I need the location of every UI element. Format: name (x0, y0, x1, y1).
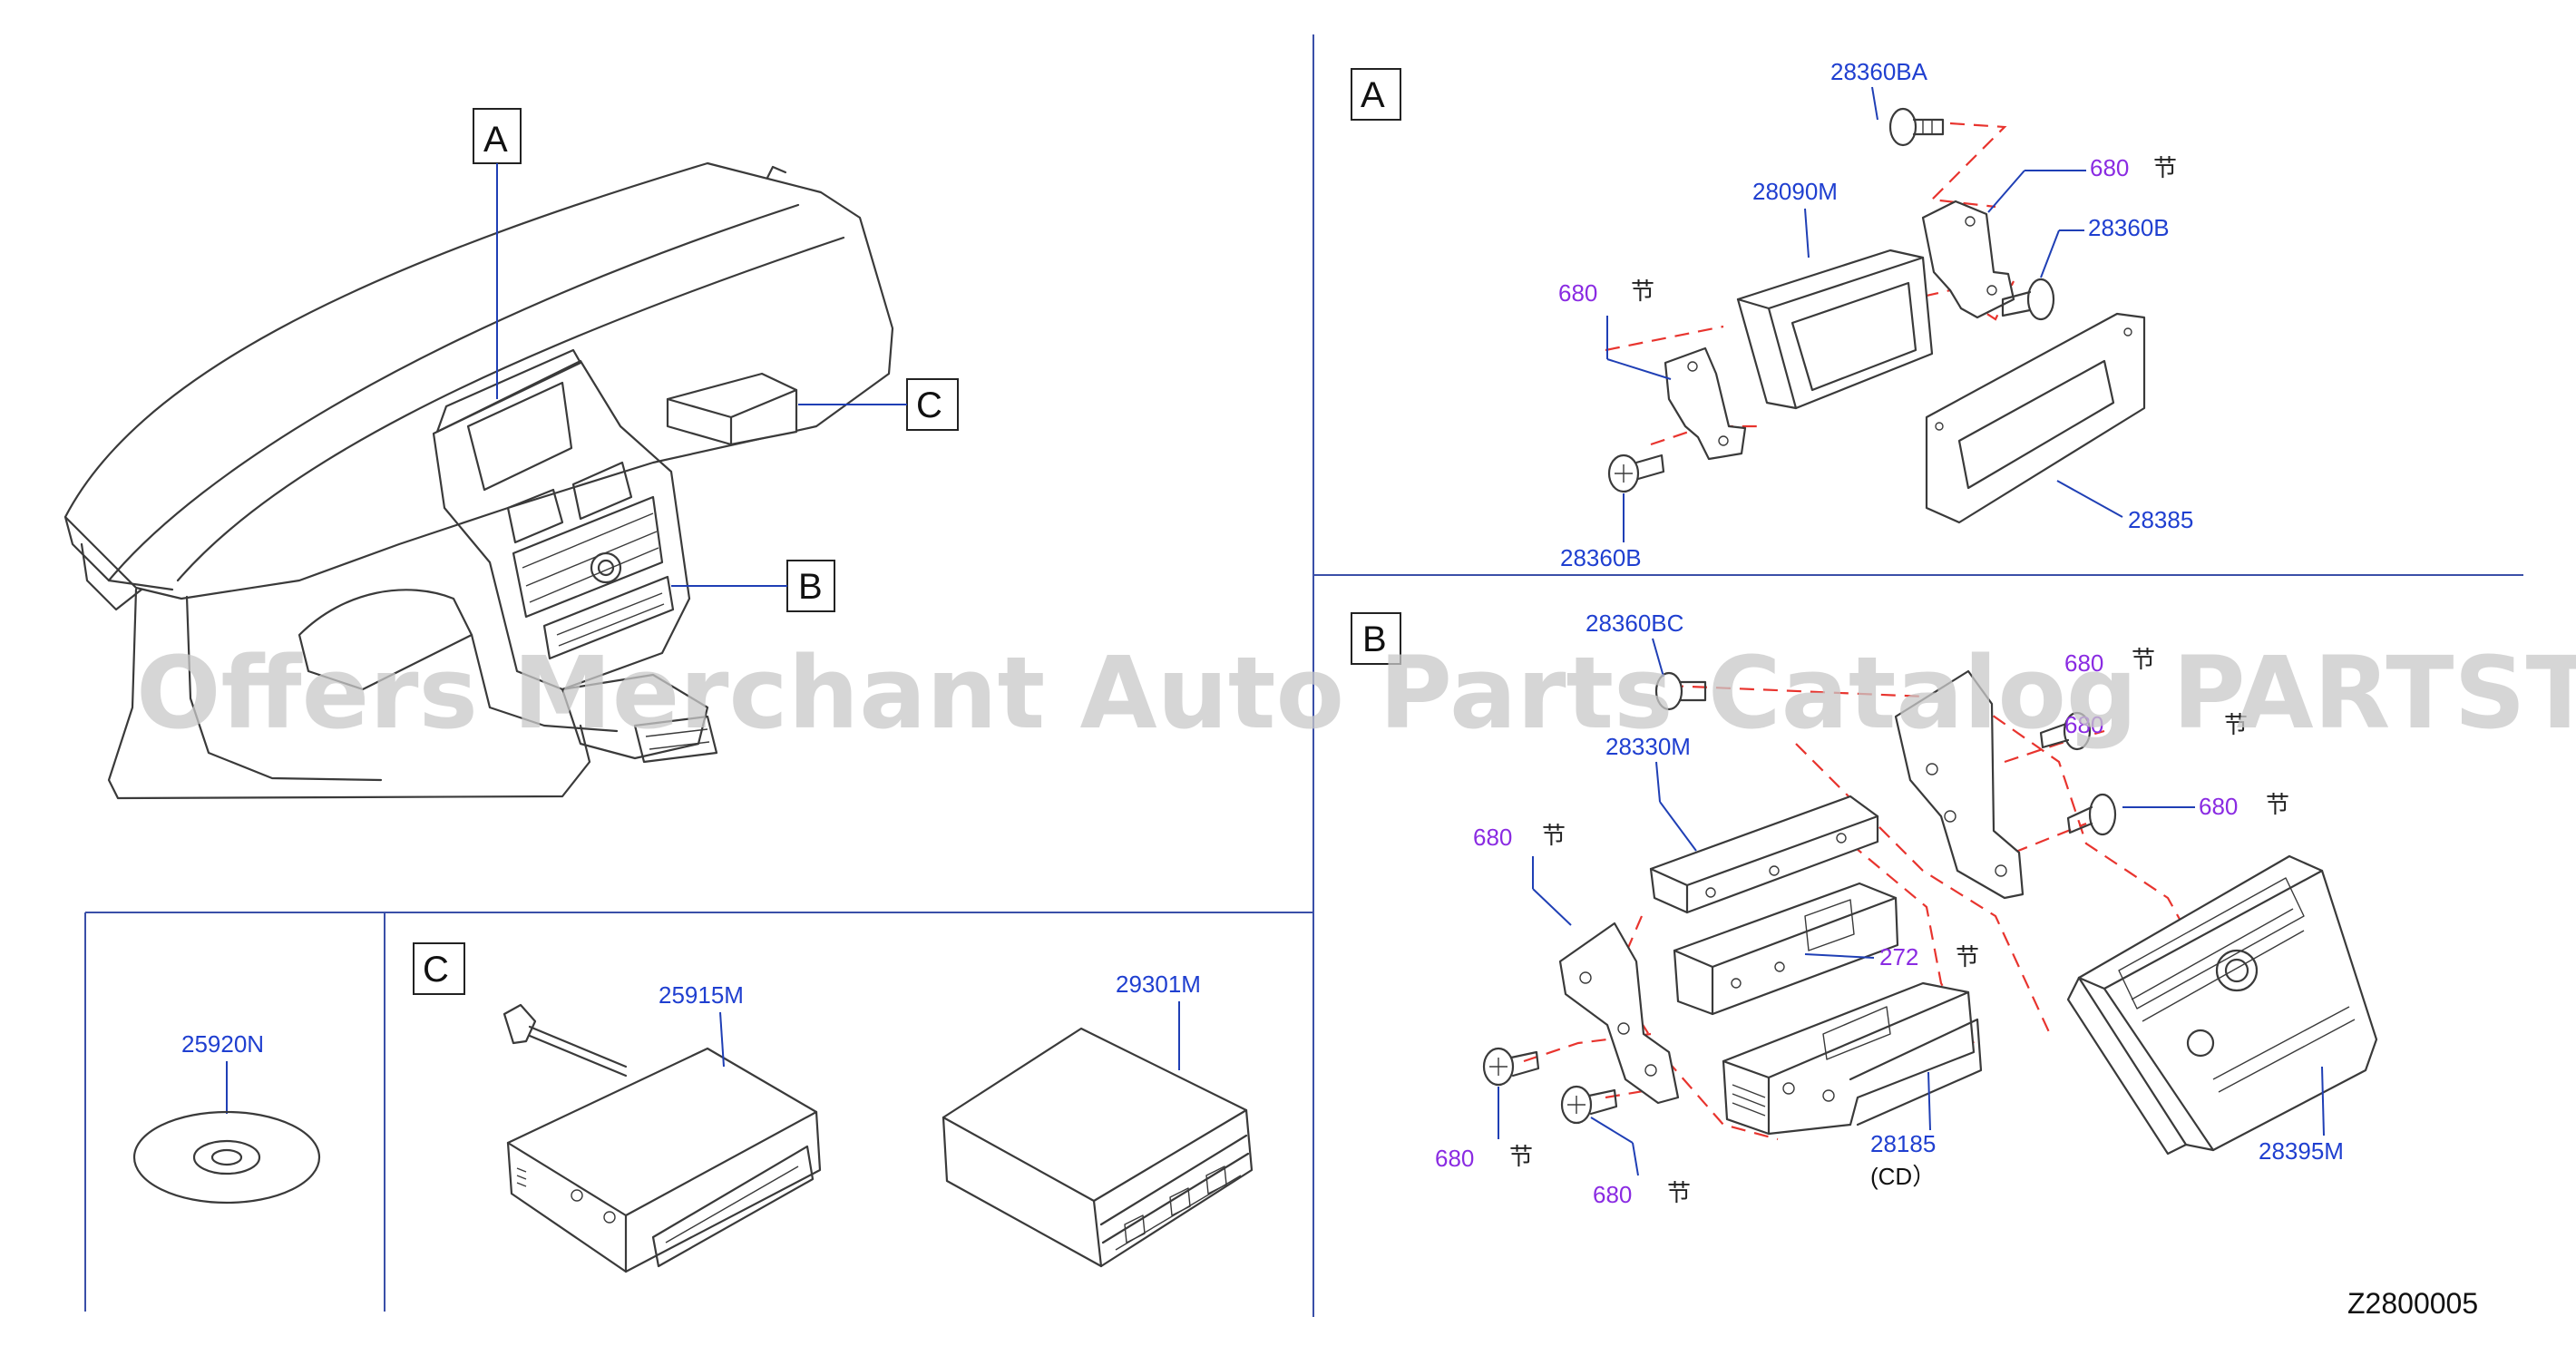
svg-text:B: B (1362, 619, 1387, 659)
module-28330m (1649, 795, 1879, 914)
callout-c: C (798, 378, 959, 431)
screw-28360b-right (2001, 278, 2055, 321)
section-b: B (1351, 610, 2378, 1208)
svg-text:节: 节 (1542, 823, 1566, 850)
diagram-code: Z2800005 (2347, 1287, 2478, 1320)
bracket-right-b (1894, 669, 2025, 900)
callout-a: A (473, 108, 522, 399)
svg-text:节: 节 (2132, 647, 2155, 674)
screw-28360b-left (1607, 454, 1665, 493)
screw-28360ba (1888, 107, 1945, 147)
callout-b: B (671, 560, 835, 612)
svg-text:节: 节 (2266, 792, 2289, 819)
control-panel-28395m (2066, 854, 2378, 1156)
svg-text:680: 680 (1473, 824, 1512, 851)
svg-text:28330M: 28330M (1605, 733, 1691, 760)
svg-text:A: A (1361, 75, 1385, 115)
svg-text:28395M: 28395M (2259, 1137, 2344, 1165)
bracket-right-a (1921, 200, 2015, 319)
screw-b-lower-left (1482, 1047, 1540, 1087)
bracket-left-b (1558, 922, 1680, 1105)
svg-text:680: 680 (2064, 649, 2103, 677)
svg-text:节: 节 (2224, 712, 2248, 739)
screw-b-lower-mid (1560, 1085, 1618, 1125)
section-dividers (84, 34, 2523, 1317)
svg-text:28090M: 28090M (1752, 178, 1838, 205)
svg-text:680: 680 (1558, 279, 1597, 307)
svg-text:680: 680 (1593, 1181, 1632, 1208)
display-unit-28090m (1736, 249, 1934, 410)
svg-text:(CD）: (CD） (1870, 1163, 1936, 1190)
svg-text:680: 680 (2199, 793, 2238, 820)
svg-text:29301M: 29301M (1116, 970, 1201, 998)
svg-text:28360BA: 28360BA (1830, 58, 1928, 85)
svg-text:节: 节 (1631, 278, 1654, 306)
svg-text:28360BC: 28360BC (1586, 610, 1683, 637)
svg-text:节: 节 (1509, 1144, 1533, 1171)
dashboard-overview (63, 161, 894, 800)
svg-text:节: 节 (1667, 1180, 1691, 1207)
svg-text:680: 680 (1435, 1145, 1474, 1172)
svg-text:25920N: 25920N (181, 1030, 264, 1058)
cd-unit-28185 (1722, 981, 1983, 1136)
finisher-28385 (1925, 312, 2146, 524)
disc-25920n: 25920N (132, 1030, 321, 1205)
svg-text:28185: 28185 (1870, 1130, 1936, 1157)
svg-text:272: 272 (1879, 943, 1918, 970)
svg-text:680: 680 (2090, 154, 2129, 181)
svg-text:A: A (483, 120, 508, 160)
screw-b-middle (2066, 793, 2117, 836)
bracket-left-a (1664, 346, 1747, 461)
screw-28360bc (1654, 671, 1707, 711)
watermark: Offers Merchant Auto Parts Catalog PARTS… (136, 635, 2576, 751)
svg-text:C: C (916, 385, 942, 425)
svg-text:680: 680 (2064, 711, 2103, 738)
screw-b-upper (2039, 711, 2092, 751)
svg-text:28385: 28385 (2128, 506, 2193, 533)
svg-text:25915M: 25915M (659, 981, 744, 1009)
dvd-unit-25915m (503, 1003, 822, 1273)
svg-text:C: C (423, 950, 449, 990)
svg-text:28360B: 28360B (1560, 544, 1642, 571)
svg-text:节: 节 (2153, 155, 2177, 182)
module-272 (1673, 882, 1899, 1016)
svg-text:28360B: 28360B (2088, 214, 2170, 241)
section-c: C 25915M 29301M (413, 942, 1254, 1273)
svg-text:B: B (798, 567, 823, 607)
cd-unit-29301m (942, 1027, 1254, 1268)
section-a: A (1351, 58, 2193, 571)
svg-text:节: 节 (1956, 944, 1979, 971)
